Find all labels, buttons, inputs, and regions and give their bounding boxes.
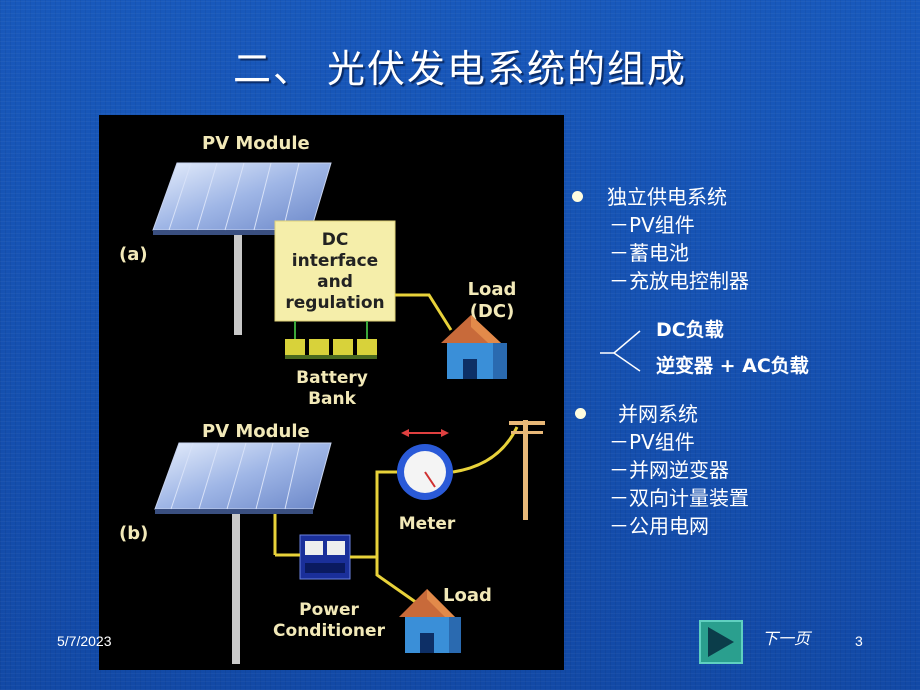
pole-b: [232, 514, 240, 664]
meter-dial: [397, 429, 453, 500]
list-item: －公用电网: [609, 514, 709, 538]
dc-line-4: regulation: [285, 293, 384, 313]
power-line-2: Conditioner: [273, 621, 386, 641]
slide-page-number: 3: [855, 633, 863, 649]
meter-label: Meter: [399, 514, 456, 534]
list-item: －双向计量装置: [609, 486, 749, 510]
bullet-icon: [572, 191, 583, 202]
dc-regulation-box: [274, 220, 396, 322]
battery-line-2: Bank: [308, 389, 357, 409]
next-page-link[interactable]: 下一页: [762, 629, 811, 648]
standalone-system-list: 独立供电系统 －PV组件 －蓄电池 －充放电控制器: [572, 183, 749, 295]
label-b: (b): [119, 523, 148, 544]
dc-line-1: DC: [322, 230, 349, 250]
branch-dc-load: DC负载: [656, 319, 724, 341]
dc-line-2: interface: [292, 251, 378, 271]
standalone-heading-row: 独立供电系统: [572, 183, 749, 211]
pv-module-a-label: PV Module: [202, 133, 310, 154]
dc-line-3: and: [317, 272, 353, 292]
grid-heading: 并网系统: [618, 402, 698, 426]
list-item: －并网逆变器: [609, 458, 729, 482]
bullet-icon: [575, 408, 586, 419]
power-conditioner: [299, 534, 351, 580]
list-item: －蓄电池: [609, 241, 689, 265]
list-item: －PV组件: [609, 213, 695, 237]
branch-connector-icon: [600, 330, 641, 372]
power-line-1: Power: [299, 600, 359, 620]
branch-ac-load: 逆变器 + AC负载: [656, 355, 809, 377]
slide-date: 5/7/2023: [57, 633, 112, 649]
house-a: [441, 315, 507, 379]
battery-bank: [285, 321, 377, 359]
pv-system-diagram: PV Module (a) DC interface and regulatio…: [119, 133, 545, 664]
load-label: Load: [443, 585, 492, 606]
pv-module-b-label: PV Module: [202, 421, 310, 442]
grid-heading-row: 并网系统: [575, 400, 749, 428]
utility-pole: [509, 420, 545, 520]
pole-a: [234, 235, 242, 335]
list-item: －PV组件: [609, 430, 695, 454]
load-dc-line-1: Load: [468, 279, 517, 300]
standalone-heading: 独立供电系统: [607, 185, 727, 209]
battery-line-1: Battery: [296, 368, 368, 388]
load-dc-line-2: (DC): [470, 301, 515, 322]
list-item: －充放电控制器: [609, 269, 749, 293]
pv-system-figure: PV Module (a) DC interface and regulatio…: [99, 115, 564, 670]
next-page-button[interactable]: [699, 620, 743, 664]
solar-panel-b: [154, 442, 332, 514]
house-b: [399, 589, 461, 653]
play-arrow-icon: [708, 627, 734, 657]
slide-title: 二、 光伏发电系统的组成: [232, 47, 688, 91]
label-a: (a): [119, 244, 148, 265]
grid-system-list: 并网系统 －PV组件 －并网逆变器 －双向计量装置 －公用电网: [575, 400, 749, 540]
